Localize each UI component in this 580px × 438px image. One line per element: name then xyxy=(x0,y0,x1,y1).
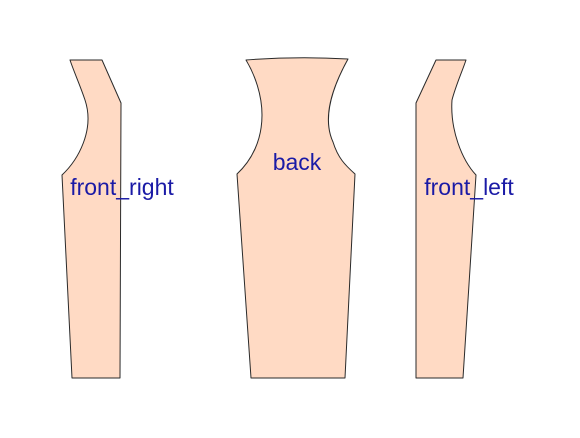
back-label: back xyxy=(273,149,322,175)
front-right-shape xyxy=(61,59,122,379)
front-left-piece: front_left xyxy=(415,59,514,379)
back-shape xyxy=(236,57,356,379)
front-right-piece: front_right xyxy=(61,59,174,379)
back-piece: back xyxy=(236,57,356,379)
front-left-label: front_left xyxy=(424,174,514,200)
front-left-shape xyxy=(415,59,477,379)
front-right-label: front_right xyxy=(70,174,174,200)
